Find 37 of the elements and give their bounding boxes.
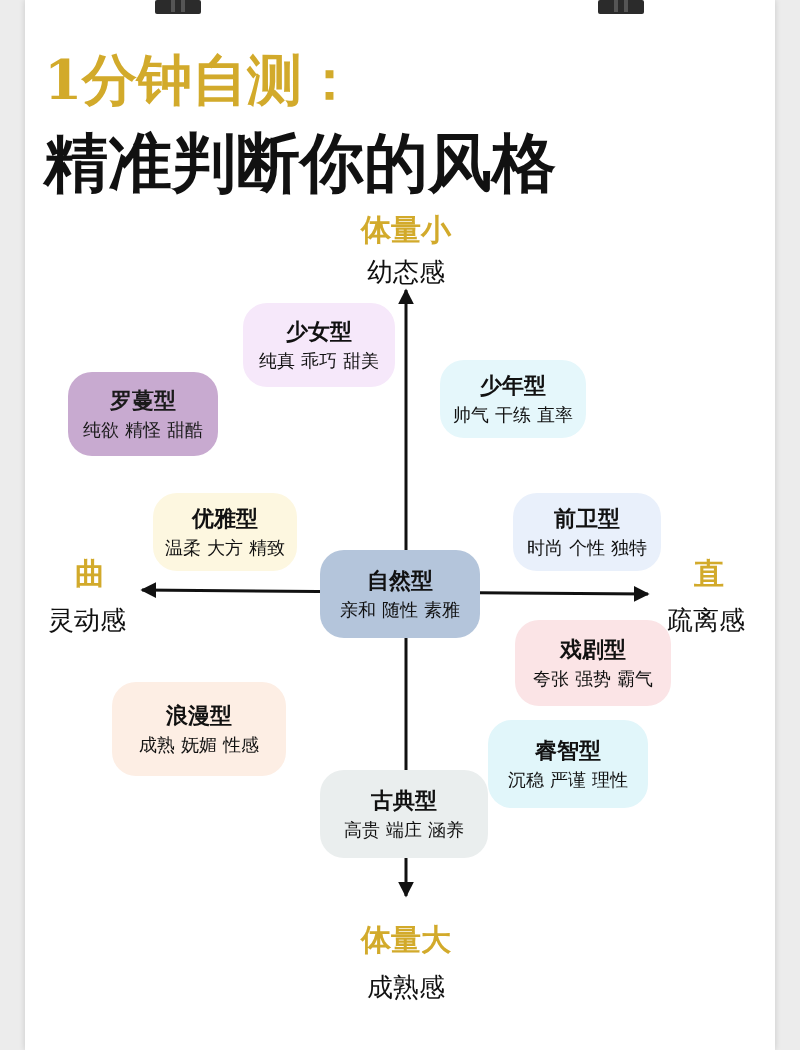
title: 1分钟自测：	[44, 50, 358, 111]
axis-sublabel: 疏离感	[667, 606, 745, 635]
style-keywords: 沉稳 严谨 理性	[508, 769, 628, 791]
axis-sublabel: 灵动感	[48, 606, 126, 635]
style-keywords: 帅气 干练 直率	[453, 404, 573, 426]
style-keywords: 成熟 妩媚 性感	[139, 734, 259, 756]
style-keywords: 时尚 个性 独特	[527, 537, 647, 559]
style-name: 少年型	[480, 372, 546, 398]
style-card	[488, 720, 648, 808]
style-keywords: 纯欲 精怪 甜酷	[83, 419, 203, 441]
style-name: 戏剧型	[560, 636, 626, 662]
style-card	[112, 682, 286, 776]
subtitle: 精准判断你的风格	[44, 128, 556, 199]
style-name: 古典型	[371, 787, 437, 813]
style-card	[440, 360, 586, 438]
axis-label: 直	[694, 557, 724, 590]
axis-sublabel: 幼态感	[367, 258, 445, 287]
style-card	[320, 770, 488, 858]
axis-label: 体量大	[361, 923, 451, 956]
style-keywords: 亲和 随性 素雅	[340, 599, 460, 621]
style-card	[320, 550, 480, 638]
style-name: 罗蔓型	[110, 387, 176, 413]
style-card	[68, 372, 218, 456]
style-name: 睿智型	[535, 737, 601, 763]
style-keywords: 纯真 乖巧 甜美	[259, 350, 379, 372]
style-name: 优雅型	[192, 505, 258, 531]
style-name: 前卫型	[554, 505, 620, 531]
style-name: 浪漫型	[166, 702, 232, 728]
style-name: 少女型	[286, 318, 352, 344]
style-card	[153, 493, 297, 571]
style-keywords: 夸张 强势 霸气	[533, 668, 653, 690]
style-keywords: 高贵 端庄 涵养	[344, 819, 464, 841]
axis-label: 体量小	[361, 213, 451, 246]
style-name: 自然型	[367, 567, 433, 593]
style-keywords: 温柔 大方 精致	[165, 537, 285, 559]
axis-sublabel: 成熟感	[367, 973, 445, 1002]
axis-label: 曲	[75, 557, 105, 590]
